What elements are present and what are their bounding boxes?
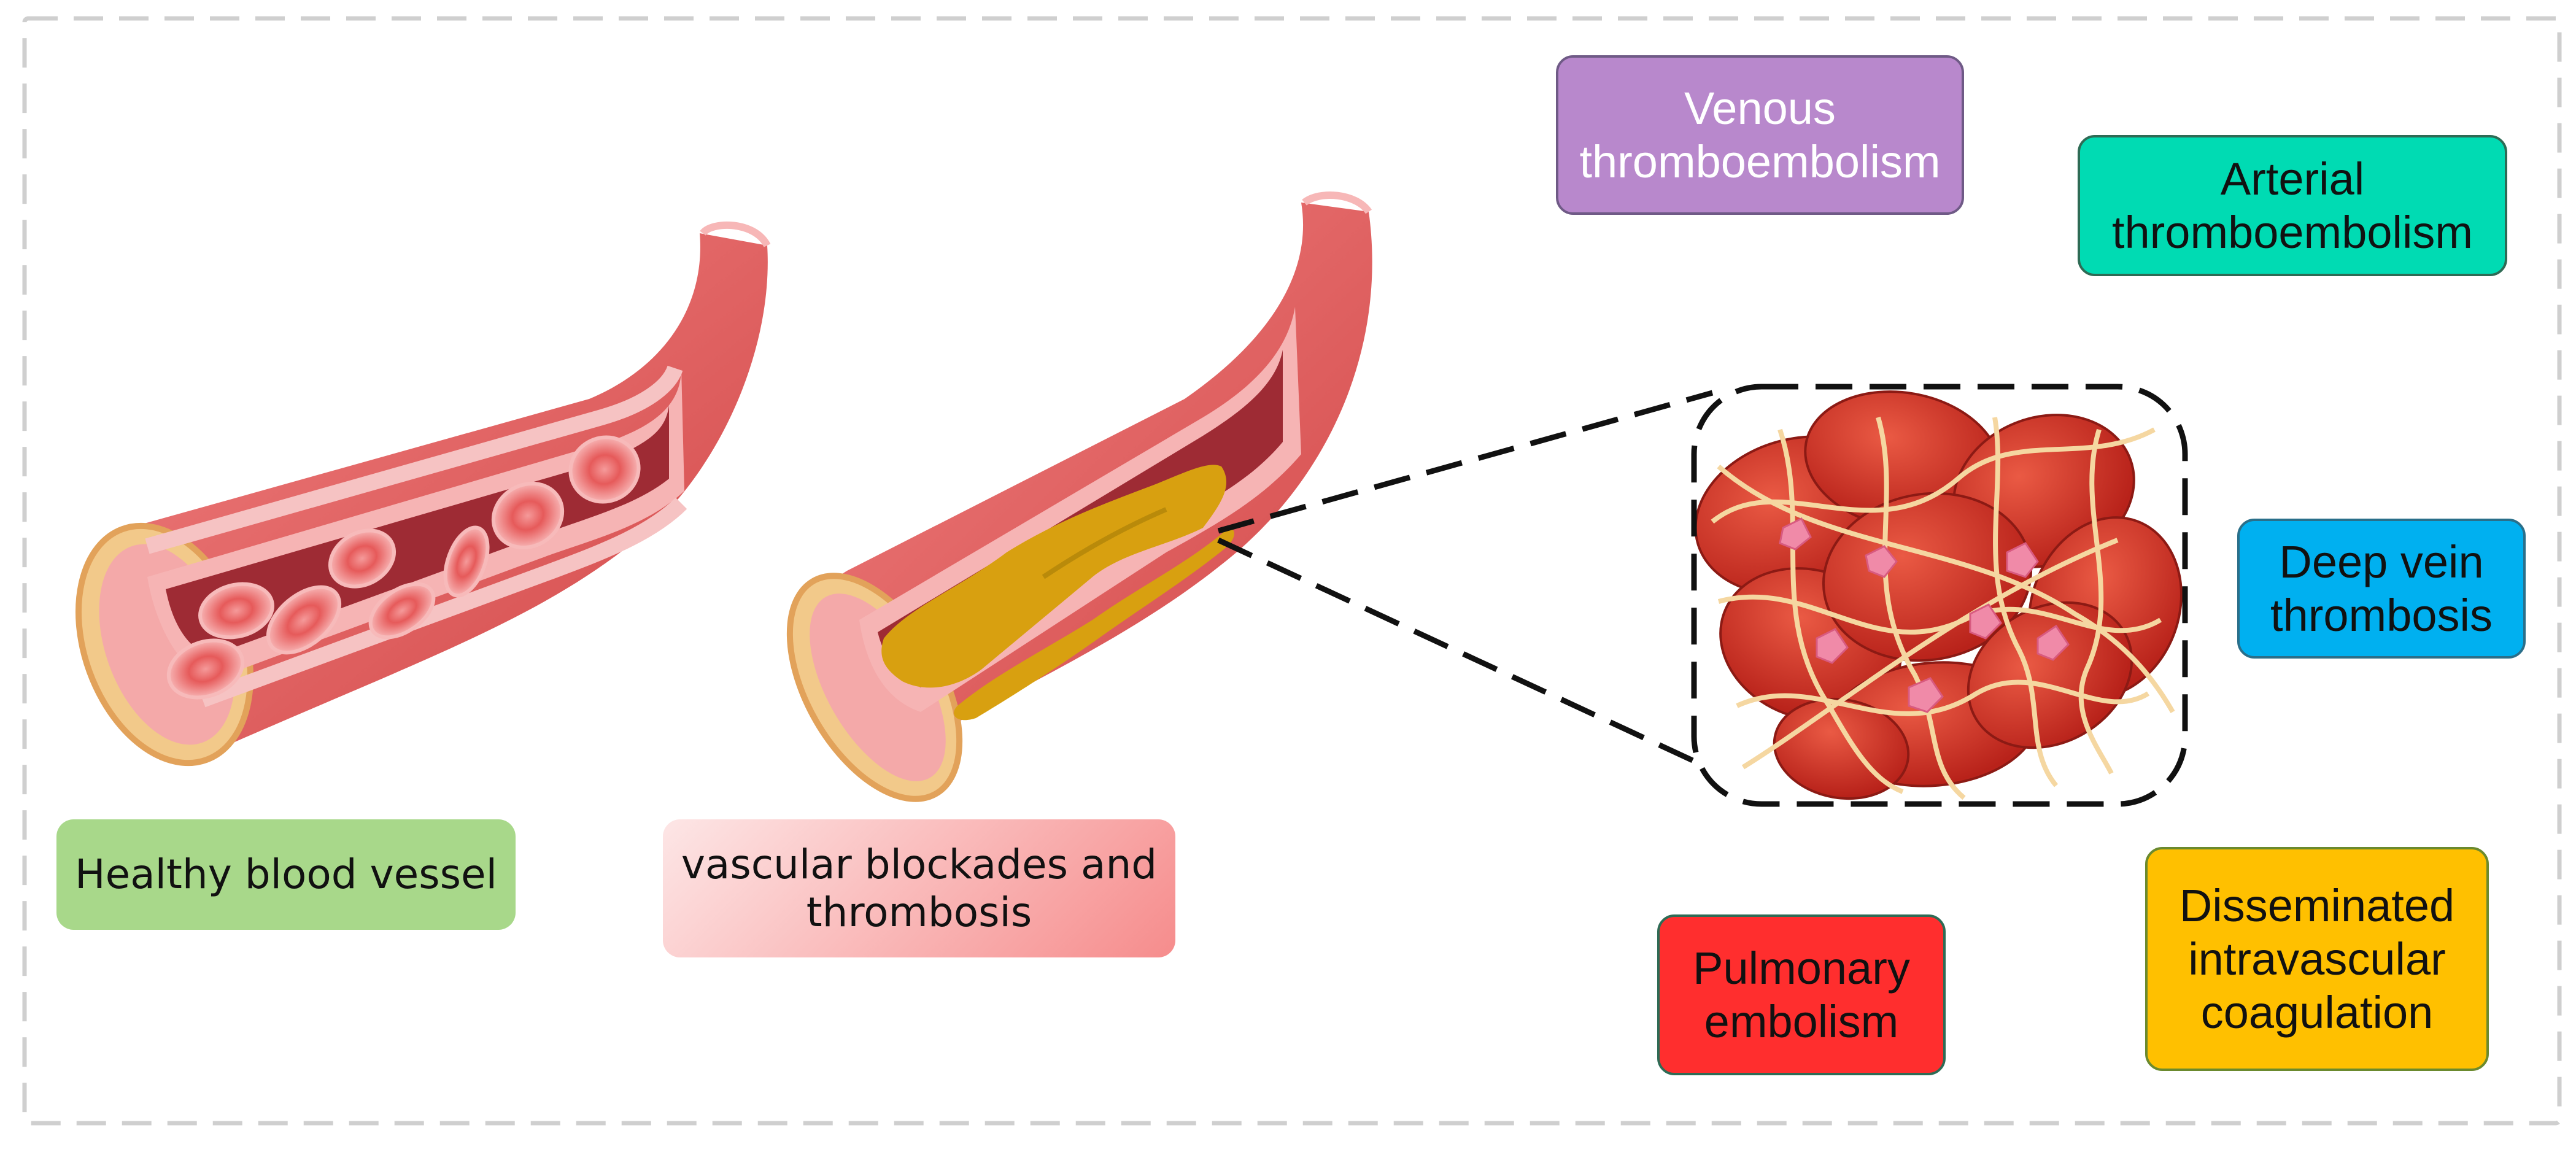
zoom-lines: [1217, 390, 1714, 764]
rbc: [443, 525, 490, 598]
blocked-vessel-label: vascular blockades and thrombosis: [663, 819, 1175, 957]
arterial-thromboembolism-box: Arterial thromboembolism: [2078, 135, 2507, 276]
healthy-vessel-label: Healthy blood vessel: [56, 819, 516, 930]
clot-closeup: [1691, 384, 2188, 807]
healthy-vessel-label-text: Healthy blood vessel: [74, 851, 497, 899]
rbc: [198, 582, 274, 640]
arterial-thromboembolism-text: Arterial thromboembolism: [2111, 153, 2474, 258]
blocked-vessel: [786, 191, 1372, 802]
rbc: [166, 638, 245, 700]
deep-vein-thrombosis-box: Deep vein thrombosis: [2237, 519, 2526, 659]
venous-thromboembolism-box: Venous thromboembolism: [1556, 55, 1964, 215]
pulmonary-embolism-text: Pulmonary embolism: [1693, 942, 1910, 1047]
pulmonary-embolism-box: Pulmonary embolism: [1657, 914, 1946, 1075]
deep-vein-thrombosis-text: Deep vein thrombosis: [2270, 536, 2493, 641]
disseminated-intravascular-coagulation-text: Disseminated intravascular coagulation: [2179, 879, 2455, 1038]
closeup-frame: [1691, 384, 2188, 807]
blocked-vessel-label-text: vascular blockades and thrombosis: [681, 840, 1158, 936]
disseminated-intravascular-coagulation-box: Disseminated intravascular coagulation: [2145, 847, 2489, 1071]
healthy-vessel: [75, 221, 771, 767]
rbc: [368, 582, 436, 640]
rbc: [328, 528, 396, 589]
rbc: [568, 435, 641, 504]
rbc: [491, 481, 565, 550]
venous-thromboembolism-text: Venous thromboembolism: [1579, 82, 1941, 187]
rbc: [266, 585, 342, 655]
